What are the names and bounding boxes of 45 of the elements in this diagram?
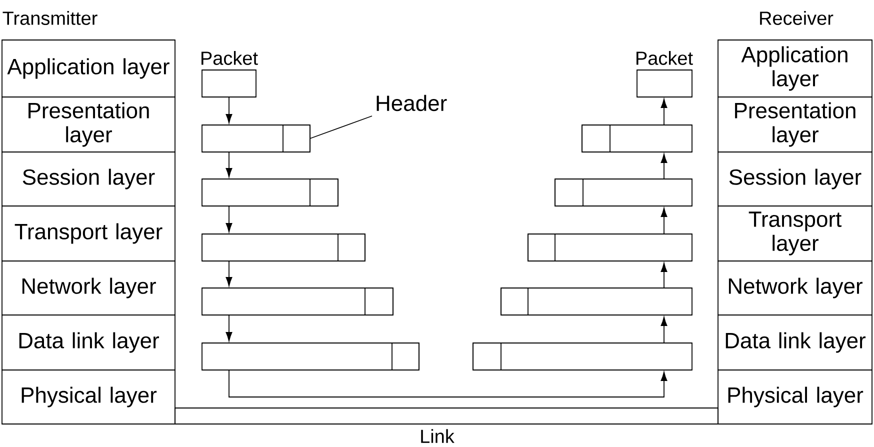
packet-box <box>202 288 394 316</box>
arrow <box>226 260 232 286</box>
packet-box <box>202 342 420 370</box>
layer-box: Network layer <box>718 260 872 316</box>
packet-box <box>528 234 692 262</box>
arrow <box>660 316 668 344</box>
link-bar <box>174 408 718 424</box>
arrow <box>660 98 668 126</box>
arrow <box>226 206 232 232</box>
layer-box: Presentation layer <box>718 96 872 152</box>
leader-line <box>310 116 372 139</box>
layer-box: Data link layer <box>718 314 872 370</box>
layer-box: Session layer <box>718 152 872 206</box>
arrow <box>660 208 668 234</box>
arrow <box>226 314 232 342</box>
layer-box: Physical layer <box>718 370 872 424</box>
layer-box: Session layer <box>2 152 176 206</box>
packet-box <box>202 178 338 206</box>
arrow <box>660 262 668 288</box>
layer-box: Transport layer <box>718 206 872 262</box>
packet-box <box>582 124 692 152</box>
packet-box <box>636 70 692 98</box>
packet-box <box>472 342 692 370</box>
packet-label: Packet <box>636 51 693 65</box>
layer-box: Application layer <box>2 40 176 98</box>
packet-label: Packet <box>202 51 258 65</box>
arrow <box>226 96 232 124</box>
link-label: Link <box>421 429 454 443</box>
layer-box: Application layer <box>718 40 872 98</box>
stack-title: Receiver <box>760 11 834 25</box>
layer-box: Physical layer <box>2 370 176 424</box>
packet-box <box>500 288 692 316</box>
layer-box: Presentation layer <box>2 96 176 152</box>
header-cell <box>282 124 310 152</box>
layer-box: Data link layer <box>2 314 176 370</box>
packet-box <box>202 70 256 98</box>
stack-title: Transmitter <box>2 11 98 25</box>
arrow <box>660 154 668 180</box>
layer-box: Network layer <box>2 260 176 316</box>
packet-box <box>202 234 366 262</box>
layer-box: Transport layer <box>2 206 176 262</box>
arrow <box>228 370 668 398</box>
arrow <box>226 152 232 178</box>
header-label: Header <box>376 94 447 112</box>
packet-box <box>554 178 692 206</box>
